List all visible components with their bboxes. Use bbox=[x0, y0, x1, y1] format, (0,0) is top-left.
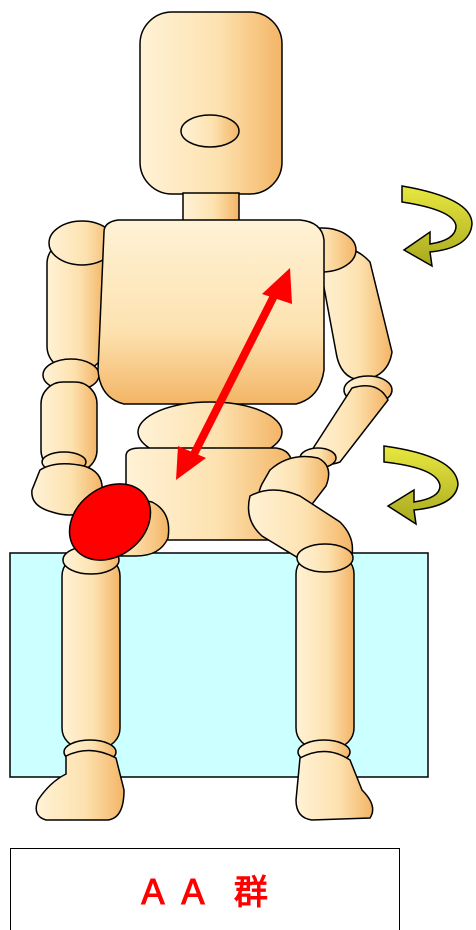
head bbox=[140, 12, 282, 194]
left-lower-leg bbox=[62, 556, 120, 748]
curved-arrow-left-icon bbox=[384, 446, 458, 524]
right-knee-joint bbox=[297, 544, 353, 572]
group-label-box: ＡＡ 群 bbox=[10, 848, 400, 930]
torso bbox=[98, 220, 324, 404]
curved-arrow-left-icon bbox=[402, 186, 472, 266]
head-mouth bbox=[181, 115, 239, 147]
group-label-text: ＡＡ 群 bbox=[136, 865, 274, 914]
right-lower-leg bbox=[296, 554, 354, 748]
